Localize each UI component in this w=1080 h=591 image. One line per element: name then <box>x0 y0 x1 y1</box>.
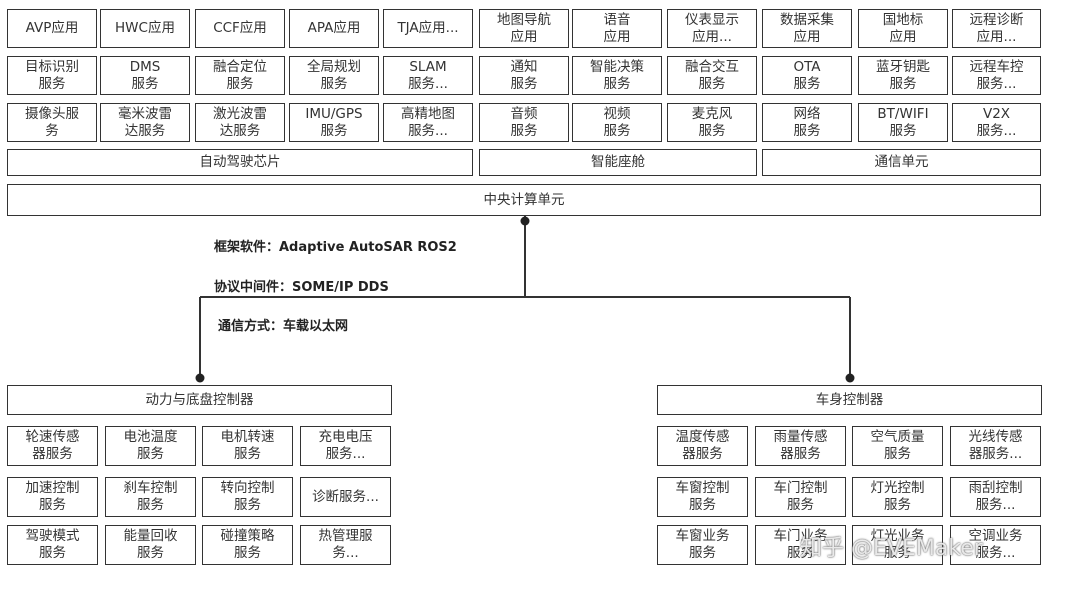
top-module-box: CCF应用 <box>195 9 285 48</box>
top-module-box: TJA应用... <box>383 9 473 48</box>
chassis-service-box: 刹车控制 服务 <box>105 477 196 517</box>
body-service-box: 灯光业务 服务 <box>852 525 943 565</box>
top-module-box: 高精地图 服务... <box>383 103 473 142</box>
domain-bar-autonomous: 自动驾驶芯片 <box>7 149 473 176</box>
chassis-service-box: 诊断服务... <box>300 477 391 517</box>
chassis-service-box: 轮速传感 器服务 <box>7 426 98 466</box>
body-service-box: 车门业务 服务 <box>755 525 846 565</box>
body-service-box: 雨量传感 器服务 <box>755 426 846 466</box>
body-service-box: 车窗控制 服务 <box>657 477 748 517</box>
top-module-box: BT/WIFI 服务 <box>858 103 948 142</box>
top-module-box: 语音 应用 <box>572 9 662 48</box>
body-service-box: 光线传感 器服务... <box>950 426 1041 466</box>
right-dot <box>845 373 855 383</box>
left-controller-box: 动力与底盘控制器 <box>7 385 392 415</box>
chassis-service-box: 加速控制 服务 <box>7 477 98 517</box>
top-module-box: 融合交互 服务 <box>667 56 757 95</box>
chassis-service-box: 电池温度 服务 <box>105 426 196 466</box>
chassis-service-box: 驾驶模式 服务 <box>7 525 98 565</box>
body-service-box: 空调业务 服务... <box>950 525 1041 565</box>
top-module-box: 地图导航 应用 <box>479 9 569 48</box>
top-module-box: 麦克风 服务 <box>667 103 757 142</box>
top-module-box: 音频 服务 <box>479 103 569 142</box>
middleware-label: 协议中间件：SOME/IP DDS <box>214 280 389 295</box>
top-module-box: 国地标 应用 <box>858 9 948 48</box>
body-service-box: 灯光控制 服务 <box>852 477 943 517</box>
chassis-service-box: 碰撞策略 服务 <box>202 525 293 565</box>
central-unit-box: 中央计算单元 <box>7 184 1041 216</box>
top-module-box: 远程车控 服务... <box>952 56 1041 95</box>
domain-bar-cockpit: 智能座舱 <box>479 149 757 176</box>
chassis-service-box: 电机转速 服务 <box>202 426 293 466</box>
top-module-box: 目标识别 服务 <box>7 56 97 95</box>
chassis-service-box: 充电电压 服务... <box>300 426 391 466</box>
top-module-box: 全局规划 服务 <box>289 56 379 95</box>
top-module-box: SLAM 服务... <box>383 56 473 95</box>
top-module-box: OTA 服务 <box>762 56 852 95</box>
chassis-service-box: 转向控制 服务 <box>202 477 293 517</box>
top-module-box: AVP应用 <box>7 9 97 48</box>
left-dot <box>195 373 205 383</box>
top-module-box: 通知 服务 <box>479 56 569 95</box>
top-module-box: 蓝牙钥匙 服务 <box>858 56 948 95</box>
top-module-box: APA应用 <box>289 9 379 48</box>
top-module-box: 仪表显示 应用... <box>667 9 757 48</box>
body-service-box: 车窗业务 服务 <box>657 525 748 565</box>
chassis-service-box: 能量回收 服务 <box>105 525 196 565</box>
top-module-box: V2X 服务... <box>952 103 1041 142</box>
domain-bar-comm: 通信单元 <box>762 149 1041 176</box>
top-module-box: HWC应用 <box>100 9 190 48</box>
top-module-box: 网络 服务 <box>762 103 852 142</box>
top-module-box: 数据采集 应用 <box>762 9 852 48</box>
top-module-box: 远程诊断 应用... <box>952 9 1041 48</box>
chassis-service-box: 热管理服 务... <box>300 525 391 565</box>
top-module-box: 毫米波雷 达服务 <box>100 103 190 142</box>
top-module-box: 智能决策 服务 <box>572 56 662 95</box>
top-module-box: 视频 服务 <box>572 103 662 142</box>
watermark: 知乎 @EVEMaker <box>800 536 983 561</box>
top-module-box: DMS 服务 <box>100 56 190 95</box>
top-module-box: IMU/GPS 服务 <box>289 103 379 142</box>
body-service-box: 车门控制 服务 <box>755 477 846 517</box>
comm-label: 通信方式：车载以太网 <box>218 319 349 334</box>
body-service-box: 空气质量 服务 <box>852 426 943 466</box>
right-controller-box: 车身控制器 <box>657 385 1042 415</box>
top-module-box: 摄像头服 务 <box>7 103 97 142</box>
body-service-box: 温度传感 器服务 <box>657 426 748 466</box>
framework-label: 框架软件：Adaptive AutoSAR ROS2 <box>214 240 457 255</box>
body-service-box: 雨刮控制 服务... <box>950 477 1041 517</box>
central-dot <box>520 216 530 226</box>
top-module-box: 激光波雷 达服务 <box>195 103 285 142</box>
top-module-box: 融合定位 服务 <box>195 56 285 95</box>
